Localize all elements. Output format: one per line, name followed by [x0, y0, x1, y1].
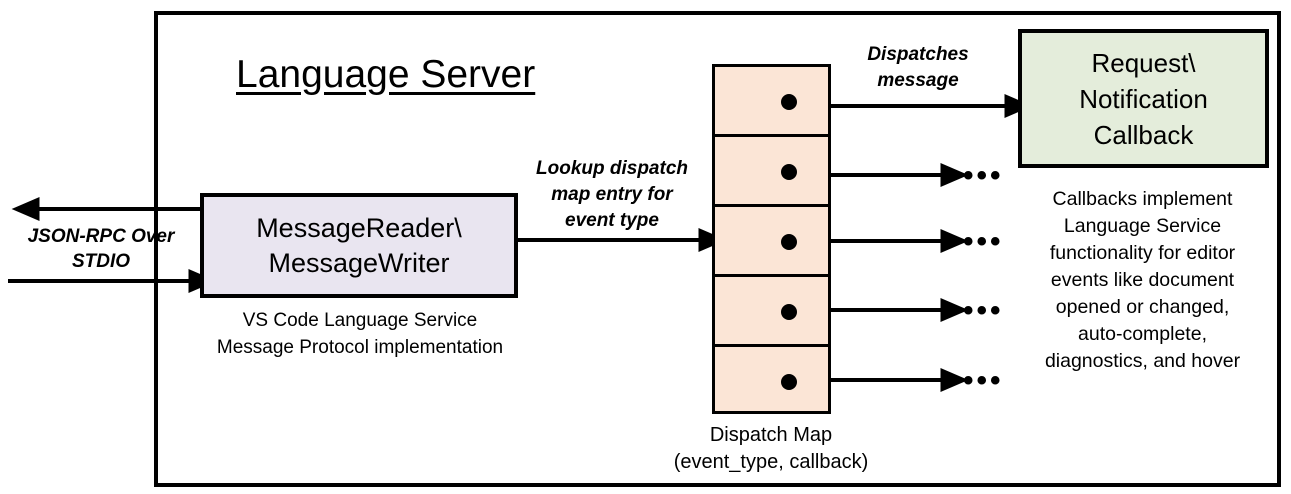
ellipsis-row-5: ••• [963, 364, 1004, 397]
ellipsis-row-3: ••• [963, 225, 1004, 258]
messagereader-writer-box[interactable]: MessageReader\ MessageWriter [200, 193, 518, 298]
language-server-container [154, 11, 1281, 487]
dispatch-map-row[interactable] [712, 274, 831, 344]
ellipsis-row-2: ••• [963, 159, 1004, 192]
jsonrpc-transport-label: JSON-RPC Over STDIO [27, 226, 175, 272]
ellipsis-row-4: ••• [963, 294, 1004, 327]
messagereader-writer-caption: VS Code Language Service Message Protoco… [216, 310, 504, 358]
dispatch-map-row[interactable] [712, 134, 831, 204]
request-notification-callback-label: Request\ Notification Callback [1079, 47, 1208, 150]
entry-dot-icon [781, 234, 797, 250]
page-title: Language Server [236, 53, 536, 96]
request-notification-callback-box[interactable]: Request\ Notification Callback [1018, 29, 1269, 168]
entry-dot-icon [781, 94, 797, 110]
dispatch-map-row[interactable] [712, 64, 831, 134]
dispatch-map-caption: Dispatch Map (event_type, callback) [673, 424, 869, 473]
entry-dot-icon [781, 164, 797, 180]
dispatch-map-table[interactable] [712, 64, 831, 414]
dispatch-map-row[interactable] [712, 344, 831, 414]
entry-dot-icon [781, 374, 797, 390]
entry-dot-icon [781, 304, 797, 320]
messagereader-writer-label: MessageReader\ MessageWriter [256, 212, 462, 278]
lookup-dispatch-label: Lookup dispatch map entry for event type [536, 158, 688, 231]
dispatches-message-label: Dispatches message [867, 44, 969, 91]
dispatch-map-row[interactable] [712, 204, 831, 274]
callback-caption: Callbacks implement Language Service fun… [1044, 188, 1241, 372]
